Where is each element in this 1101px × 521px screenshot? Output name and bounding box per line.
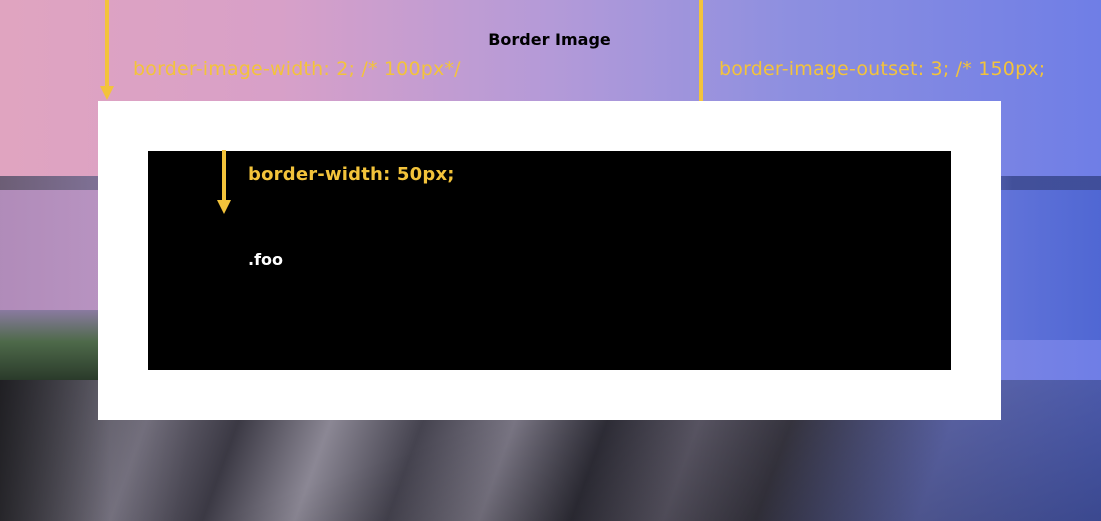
- page-title: Border Image: [0, 30, 1101, 49]
- arrow-down-icon: [222, 150, 226, 200]
- border-image-width-label: border-image-width: 2; /* 100px*/: [133, 58, 461, 80]
- border-width-label: border-width: 50px;: [248, 164, 455, 185]
- foo-element-label: .foo: [248, 250, 284, 269]
- border-image-outset-label: border-image-outset: 3; /* 150px;: [719, 58, 1046, 80]
- foo-element-box: [148, 151, 951, 370]
- arrow-down-icon: [699, 0, 703, 138]
- shore-left: [0, 310, 100, 380]
- arrow-down-icon: [105, 0, 109, 86]
- page-title-text: Border Image: [488, 30, 611, 49]
